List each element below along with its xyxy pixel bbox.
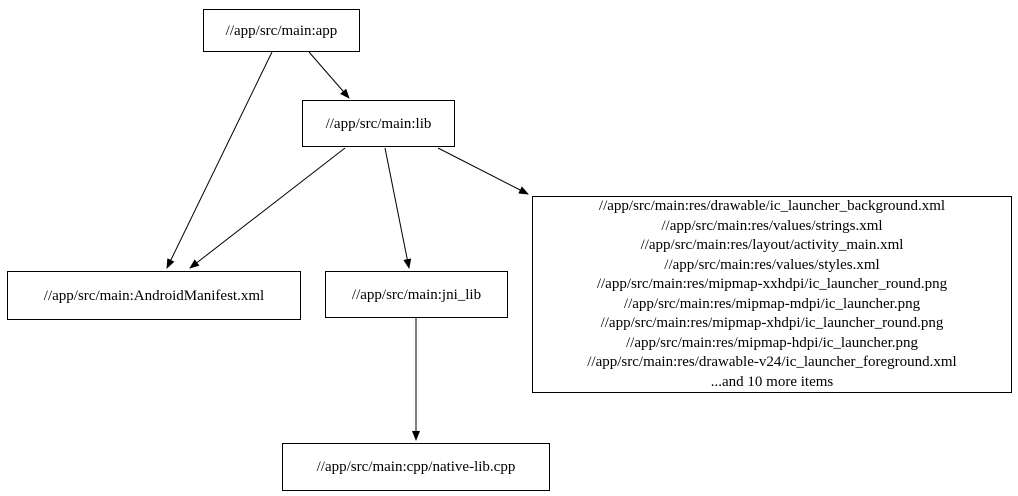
node-jni-lib: //app/src/main:jni_lib <box>325 271 508 318</box>
node-jni-lib-label: //app/src/main:jni_lib <box>351 286 482 303</box>
res-file-line: //app/src/main:res/layout/activity_main.… <box>640 237 904 253</box>
edge-lib-to-jni-lib <box>384 147 412 269</box>
res-file-line: //app/src/main:res/mipmap-mdpi/ic_launch… <box>623 295 921 312</box>
node-app-label: //app/src/main:app <box>225 22 338 39</box>
node-app: //app/src/main:app <box>203 9 360 52</box>
node-lib-label: //app/src/main:lib <box>325 115 432 132</box>
node-lib: //app/src/main:lib <box>302 100 455 147</box>
res-file-line: //app/src/main:res/mipmap-hdpi/ic_launch… <box>625 334 918 351</box>
node-native-lib-cpp: //app/src/main:cpp/native-lib.cpp <box>282 443 550 491</box>
res-file-line: //app/src/main:res/values/styles.xml <box>664 256 880 273</box>
edge-lib-to-res <box>437 147 529 195</box>
res-file-line: //app/src/main:res/drawable-v24/ic_launc… <box>587 354 957 370</box>
node-native-lib-cpp-label: //app/src/main:cpp/native-lib.cpp <box>316 459 516 475</box>
res-file-line: //app/src/main:res/values/strings.xml <box>661 217 883 234</box>
edge-app-to-manifest <box>166 51 273 269</box>
edge-lib-to-manifest <box>189 147 346 269</box>
res-more-items-line: ...and 10 more items <box>710 373 834 390</box>
res-file-line: //app/src/main:res/mipmap-xxhdpi/ic_laun… <box>596 276 948 292</box>
node-android-manifest: //app/src/main:AndroidManifest.xml <box>7 271 301 320</box>
node-android-manifest-label: //app/src/main:AndroidManifest.xml <box>43 287 265 304</box>
res-file-line: //app/src/main:res/drawable/ic_launcher_… <box>598 198 946 214</box>
res-file-line: //app/src/main:res/mipmap-xhdpi/ic_launc… <box>600 315 944 331</box>
edge-app-to-lib <box>308 51 350 99</box>
node-res-files: //app/src/main:res/drawable/ic_launcher_… <box>532 196 1012 393</box>
